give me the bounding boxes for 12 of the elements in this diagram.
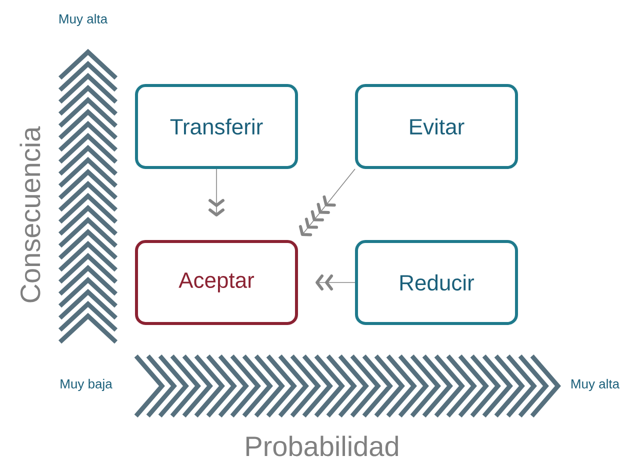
axis-title: Probabilidad xyxy=(246,436,398,456)
option-box: Aceptar xyxy=(135,240,298,325)
axis-label: Muy alta xyxy=(572,378,620,392)
axis-label: Muy baja xyxy=(60,378,112,392)
chevron-arrow xyxy=(208,168,224,216)
axis-label: Muy alta xyxy=(60,14,108,26)
chevron-arrow xyxy=(316,274,356,290)
option-box: Evitar xyxy=(355,84,518,169)
chevron-arrow xyxy=(298,168,356,236)
option-box: Transferir xyxy=(135,84,298,169)
axis-title: Consecuencia xyxy=(20,126,40,302)
option-box: Reducir xyxy=(355,240,518,325)
